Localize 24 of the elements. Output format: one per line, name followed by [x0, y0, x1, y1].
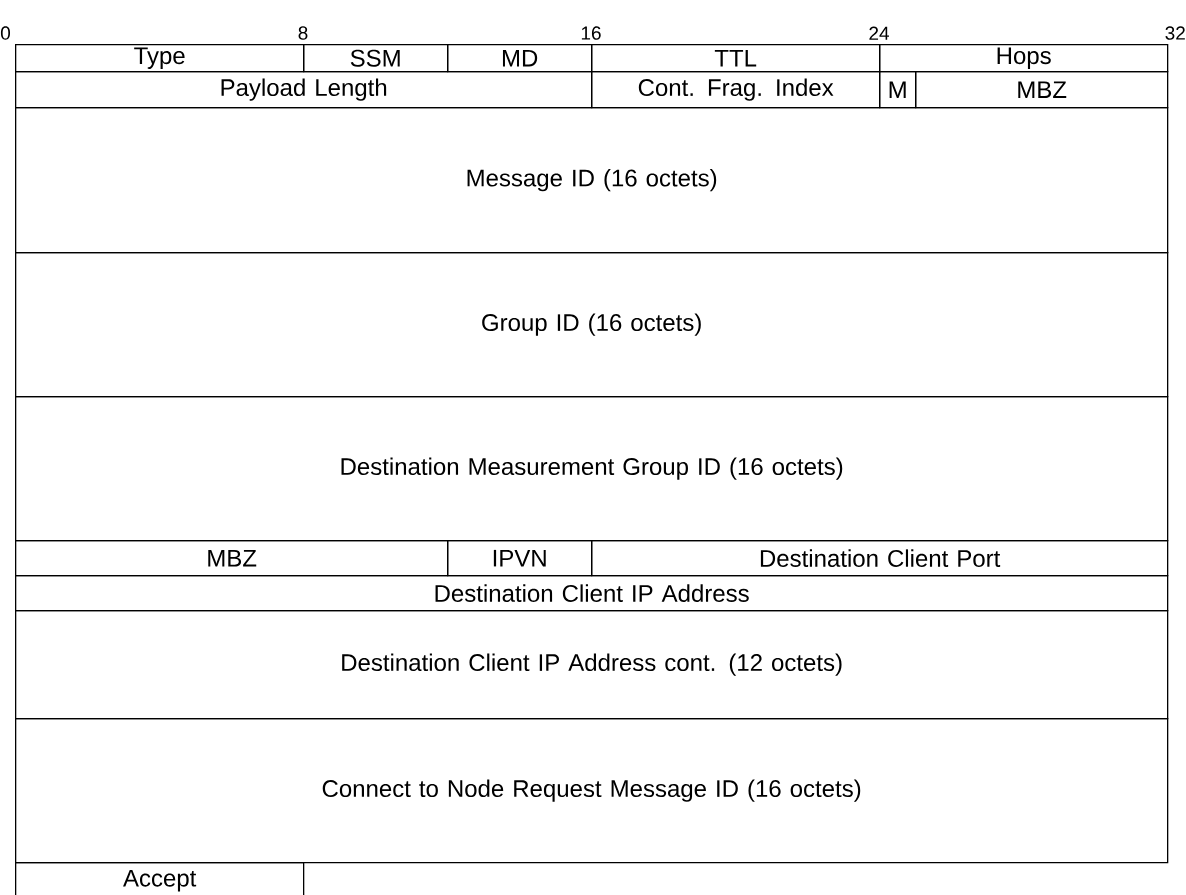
bit-number: 16 — [581, 26, 601, 40]
field-cell: Destination Client IP Address cont. (12 octets) — [15, 610, 1169, 720]
bit-number: 24 — [869, 26, 889, 40]
field-cell: MBZ — [15, 540, 449, 577]
field-cell: TTL — [591, 44, 881, 73]
field-cell: SSM — [303, 44, 449, 73]
field-cell: Destination Client Port — [591, 540, 1169, 577]
field-cell: Message ID (16 octets) — [15, 107, 1169, 254]
field-cell: Destination Client IP Address — [15, 575, 1169, 612]
bit-number: 32 — [1165, 26, 1185, 40]
field-cell: Destination Measurement Group ID (16 octets) — [15, 396, 1169, 542]
bit-number: 0 — [0, 26, 10, 40]
field-cell: MD — [447, 44, 593, 73]
bit-number: 8 — [298, 26, 308, 40]
field-cell: Connect to Node Request Message ID (16 octets) — [15, 718, 1169, 864]
field-cell: M — [879, 71, 917, 109]
field-cell: Accept — [15, 862, 305, 895]
field-cell: Hops — [879, 44, 1169, 73]
field-cell: Cont. Frag. Index — [591, 71, 881, 109]
field-cell: Type — [15, 44, 305, 73]
field-cell: IPVN — [447, 540, 593, 577]
field-cell: Group ID (16 octets) — [15, 252, 1169, 398]
field-cell: Payload Length — [15, 71, 593, 109]
field-cell: MBZ — [915, 71, 1169, 109]
